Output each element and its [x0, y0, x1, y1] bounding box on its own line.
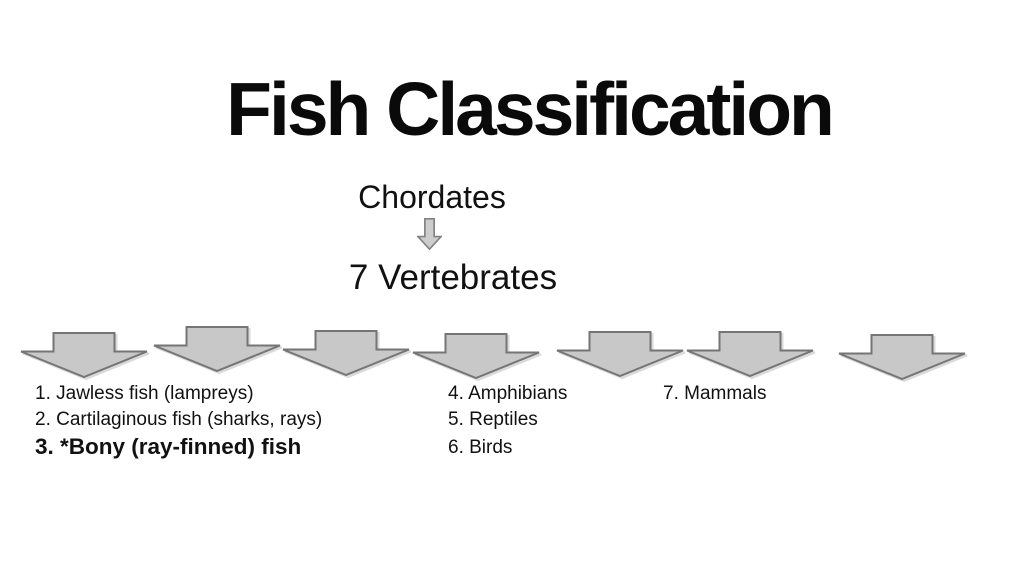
down-block-arrow-shape [686, 331, 814, 377]
list-item-birds: 6. Birds [448, 437, 513, 458]
down-block-arrow-icon [412, 333, 540, 379]
down-block-arrow-icon [686, 331, 814, 377]
down-block-arrow-shape [153, 326, 281, 372]
down-block-arrow-shape [412, 333, 540, 379]
down-block-arrow-icon [556, 331, 684, 377]
chordates-label: Chordates [358, 179, 506, 215]
small-down-arrow-icon [417, 218, 442, 250]
tetrapod-groups-list: 4. Amphibians 5. Reptiles 6. Birds [448, 381, 567, 461]
down-block-arrow-icon [838, 334, 966, 380]
down-block-arrow-shape [282, 330, 410, 376]
slide-title: Fish Classification [226, 67, 835, 151]
list-item-cartilaginous-fish: 2. Cartilaginous fish (sharks, rays) [35, 408, 323, 430]
small-down-arrow-shape [417, 218, 442, 250]
down-block-arrow-icon [282, 330, 410, 376]
down-block-arrow-shape [20, 332, 148, 378]
list-item-amphibians: 4. Amphibians [448, 383, 568, 404]
down-block-arrow-shape [838, 334, 966, 380]
down-block-arrow-icon [153, 326, 281, 372]
fish-groups-list: 1. Jawless fish (lampreys) 2. Cartilagin… [35, 381, 322, 461]
down-block-arrow-shape [556, 331, 684, 377]
list-item-jawless-fish: 1. Jawless fish (lampreys) [35, 383, 254, 404]
list-item-mammals: 7. Mammals [663, 383, 767, 404]
mammal-group-list: 7. Mammals [663, 381, 766, 407]
list-item-reptiles: 5. Reptiles [448, 408, 538, 430]
vertebrates-label: 7 Vertebrates [348, 258, 558, 297]
down-block-arrow-icon [20, 332, 148, 378]
list-item-bony-fish: 3. *Bony (ray-finned) fish [35, 434, 302, 459]
